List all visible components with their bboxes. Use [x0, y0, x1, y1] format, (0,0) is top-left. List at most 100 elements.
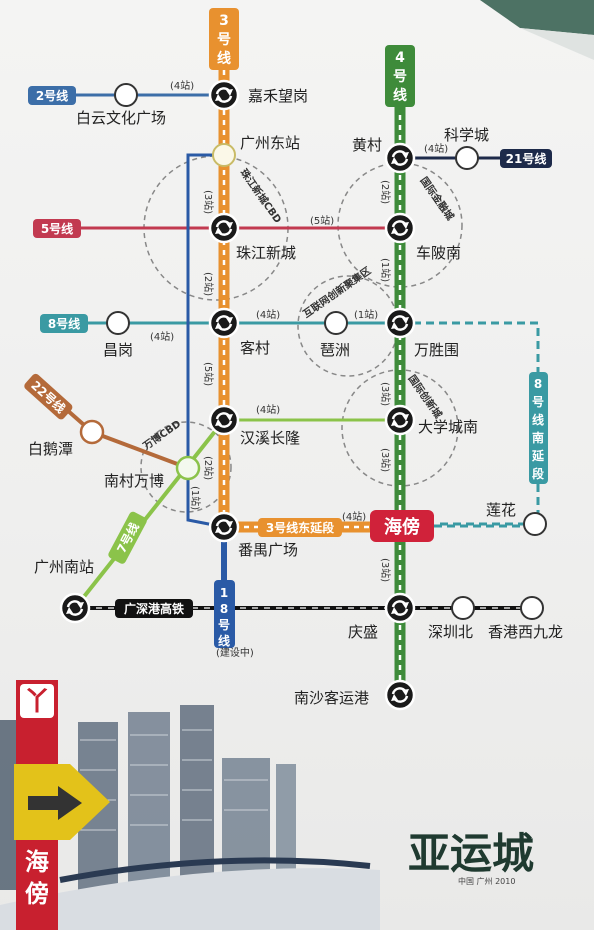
seg-l4-c: (3站) — [379, 382, 392, 406]
station-changgang[interactable] — [106, 311, 130, 335]
badge-line-8-south: 8 号 线 南 延 段 — [529, 372, 548, 484]
station-nancun[interactable] — [175, 455, 201, 481]
label-nancun: 南村万博 — [104, 472, 164, 490]
arrow-icon — [14, 764, 110, 840]
label-pazhou: 琶洲 — [320, 341, 350, 359]
transfer-daxuecheng[interactable] — [384, 404, 416, 436]
zone-wanbo-cbd — [140, 421, 232, 513]
label-guangzhoudong: 广州东站 — [240, 134, 300, 152]
label-baietan: 白鹅潭 — [28, 440, 73, 458]
station-kexuecheng[interactable] — [455, 146, 479, 170]
station-guangzhoudong[interactable] — [212, 143, 236, 167]
badge-line-7: 7号线 — [108, 511, 147, 564]
transfer-wanshengwei[interactable] — [384, 307, 416, 339]
label-kexuecheng: 科学城 — [444, 126, 489, 144]
label-chepi: 车陂南 — [416, 244, 461, 262]
badge-line-3: 3 号 线 — [209, 8, 239, 70]
transfer-qingsheng[interactable] — [384, 592, 416, 624]
badge-line-4: 4 号 线 — [385, 45, 415, 107]
line-5-label: 5号线 — [41, 221, 73, 236]
seg-l8-b: (4站) — [256, 308, 280, 321]
transfer-panyu[interactable] — [208, 511, 240, 543]
transfer-chepi[interactable] — [384, 212, 416, 244]
transfer-kecun[interactable] — [208, 307, 240, 339]
label-zhujiang: 珠江新城 — [236, 244, 296, 262]
seg-jiahe-baiyun: (4站) — [170, 79, 194, 92]
logo-char: 丫 — [24, 687, 50, 717]
zone-label-finance: 国际金融城 — [418, 174, 457, 222]
label-baiyun: 白云文化广场 — [76, 109, 166, 127]
line-8s-char-2: 号 — [532, 394, 544, 409]
station-hongkong[interactable] — [520, 596, 544, 620]
seg-l4-e: (3站) — [379, 558, 392, 582]
badge-line-8: 8号线 — [40, 314, 88, 333]
transfer-zhujiang[interactable] — [208, 212, 240, 244]
line-3-char-1: 3 — [219, 13, 229, 29]
label-jiahe: 嘉禾望岗 — [248, 87, 308, 105]
seg-l18: (1站) — [189, 486, 202, 510]
brand-subtitle: 中国 广州 2010 — [458, 876, 515, 886]
label-changgang: 昌岗 — [103, 341, 133, 359]
transfer-huangcun[interactable] — [384, 142, 416, 174]
line-3-char-2: 号 — [217, 32, 231, 48]
seg-l4-a: (2站) — [379, 180, 392, 204]
badge-line-3-east: 3号线东延段 — [258, 518, 342, 537]
side-char-1: 海 — [25, 848, 49, 876]
station-haibang[interactable]: 海傍 — [370, 510, 434, 542]
badge-line-18: 1 8 号 线 — [214, 580, 235, 648]
seg-l18-note: (建设中) — [216, 646, 254, 659]
label-daxuecheng: 大学城南 — [418, 418, 478, 436]
station-shenzhenbei[interactable] — [451, 596, 475, 620]
label-hanxi: 汉溪长隆 — [240, 429, 300, 447]
station-baiyun[interactable] — [114, 83, 138, 107]
label-hongkong: 香港西九龙 — [488, 623, 563, 641]
hsr-label: 广深港高铁 — [124, 601, 184, 616]
badge-line-21: 21号线 — [500, 149, 552, 168]
transfer-nansha[interactable] — [384, 679, 416, 711]
line-8s-char-1: 8 — [534, 377, 542, 391]
seg-huang-ke: (4站) — [424, 142, 448, 155]
line-8s-char-3: 线 — [532, 412, 544, 427]
label-kecun: 客村 — [240, 339, 270, 357]
line-8s-char-5: 延 — [531, 448, 545, 463]
seg-l3e: (4站) — [342, 510, 366, 523]
line-18-char-3: 号 — [218, 617, 230, 632]
label-panyu: 番禺广场 — [238, 541, 298, 559]
transfer-guangzhounan[interactable] — [59, 592, 91, 624]
station-pazhou[interactable] — [324, 311, 348, 335]
line-18-char-1: 1 — [220, 586, 228, 600]
line-8s-char-4: 南 — [532, 430, 544, 445]
zone-label-zhujiang: 珠江新城CBD — [238, 166, 285, 225]
seg-hanxi-dx: (4站) — [256, 403, 280, 416]
station-baietan[interactable] — [79, 419, 105, 445]
seg-l3-b: (2站) — [202, 272, 215, 296]
transfer-hanxi[interactable] — [208, 404, 240, 436]
seg-l8-c: (1站) — [354, 308, 378, 321]
brand-title: 亚运城 — [408, 829, 534, 878]
label-qingsheng: 庆盛 — [348, 623, 378, 641]
seg-l3-d: (2站) — [202, 456, 215, 480]
label-huangcun: 黄村 — [352, 136, 382, 154]
line-8-label: 8号线 — [48, 316, 80, 331]
line-4-char-1: 4 — [395, 50, 405, 66]
line-4-char-3: 线 — [393, 87, 407, 104]
badge-line-22: 22号线 — [24, 373, 73, 420]
line-21-label: 21号线 — [506, 151, 547, 166]
line-18-char-4: 线 — [218, 633, 230, 648]
badge-line-5: 5号线 — [33, 219, 81, 238]
line-4-char-2: 号 — [393, 69, 407, 85]
seg-l3-a: (3站) — [202, 190, 215, 214]
seg-l8-a: (4站) — [150, 330, 174, 343]
seg-l4-b: (1站) — [379, 258, 392, 282]
station-lianhua[interactable] — [523, 512, 547, 536]
label-lianhua: 莲花 — [486, 501, 516, 519]
badge-hsr: 广深港高铁 — [115, 599, 193, 618]
transfer-jiahe[interactable] — [208, 79, 240, 111]
zone-label-wanbo: 万博CBD — [139, 417, 183, 453]
label-shenzhenbei: 深圳北 — [428, 623, 473, 641]
seg-l4-d: (3站) — [379, 448, 392, 472]
seg-l5: (5站) — [310, 214, 334, 227]
line-8s-char-6: 段 — [532, 466, 545, 481]
line-2-label: 2号线 — [36, 88, 68, 103]
